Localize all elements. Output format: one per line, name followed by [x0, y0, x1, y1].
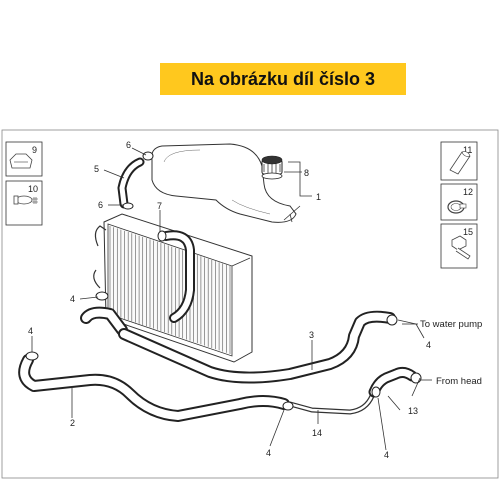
callout-1: 1 [316, 192, 321, 202]
leader-lines [31, 147, 432, 451]
callout-6-top: 6 [126, 140, 131, 150]
callout-5: 5 [94, 164, 99, 174]
part-box-10 [5, 180, 43, 226]
hose-part-3-inner [120, 312, 394, 382]
clamp-part-icon [447, 200, 467, 214]
box-number-10: 10 [28, 184, 38, 194]
part-box-12 [440, 183, 478, 221]
box-number-11: 11 [463, 145, 472, 155]
clip-part-icon [9, 153, 33, 169]
callout-13: 13 [408, 406, 418, 416]
hose-clamps [25, 151, 422, 411]
bolt-part-icon [451, 235, 471, 260]
hose-part-2-inner [20, 356, 288, 421]
callout-8: 8 [304, 168, 309, 178]
callout-4-pump: 4 [426, 340, 431, 350]
callout-4-left: 4 [28, 326, 33, 336]
radiator-upper-hose-inner [163, 232, 193, 321]
screw-part-icon [13, 195, 38, 205]
label-from-head: From head [436, 376, 482, 387]
label-to-water-pump: To water pump [420, 319, 482, 330]
tank-hose-5-inner [119, 159, 143, 207]
callout-4-bottom-left: 4 [266, 448, 271, 458]
callout-4-bottom-right: 4 [384, 450, 389, 460]
pipe-part-14-inner [288, 394, 374, 414]
callout-6-lower: 6 [98, 200, 103, 210]
sleeve-part-icon [449, 151, 471, 175]
box-number-12: 12 [463, 187, 473, 197]
box-number-15: 15 [463, 227, 473, 237]
radiator-outlet-pipe-inner [82, 308, 126, 334]
callout-7: 7 [157, 201, 162, 211]
part-box-9 [5, 141, 43, 177]
box-number-9: 9 [32, 145, 37, 155]
banner-text: Na obrázku díl číslo 3 [190, 68, 376, 89]
callout-4-radiator: 4 [70, 294, 75, 304]
callout-14: 14 [312, 428, 322, 438]
title-banner: Na obrázku díl číslo 3 [160, 63, 406, 95]
diagram-frame [1, 129, 499, 479]
radiator [93, 213, 253, 363]
hose-part-13-inner [370, 368, 416, 396]
callout-3: 3 [309, 330, 314, 340]
expansion-tank [151, 143, 297, 223]
callout-2: 2 [70, 418, 75, 428]
part-box-11 [440, 141, 478, 181]
part-box-15 [440, 223, 478, 269]
filler-cap [261, 155, 283, 180]
